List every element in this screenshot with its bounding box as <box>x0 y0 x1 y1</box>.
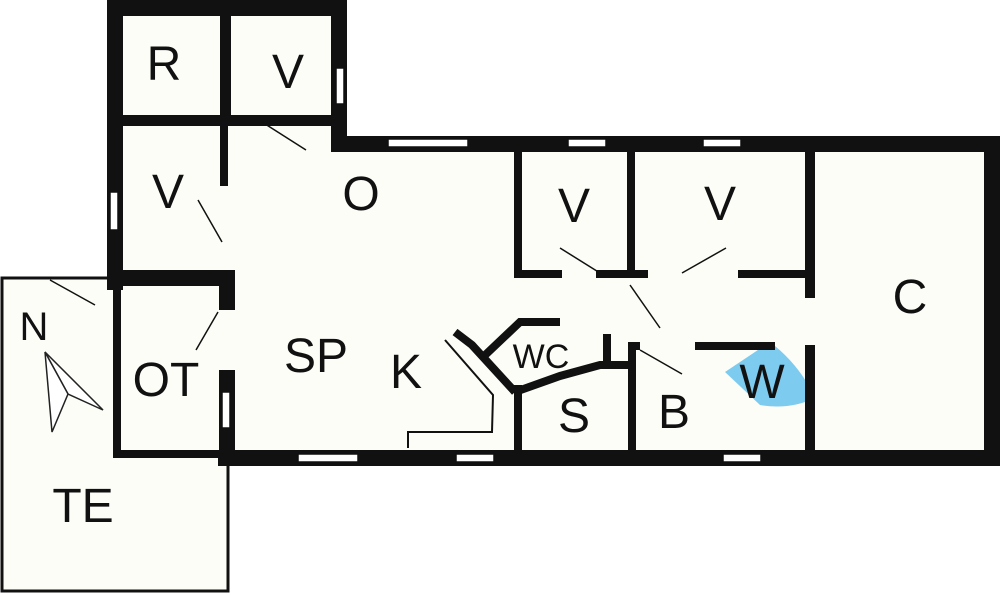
kitchen-counter <box>407 339 495 448</box>
main-floor <box>115 138 1000 464</box>
window <box>567 138 607 148</box>
wc-wall <box>452 328 518 395</box>
window <box>722 453 762 463</box>
compass-arrow-icon <box>44 351 104 433</box>
room-labels: R V V O V V C SP K WC OT S B W N TE <box>20 38 928 533</box>
wc-wall <box>479 318 560 361</box>
wall <box>220 16 231 126</box>
window <box>221 391 231 429</box>
room-label-v-mid2: V <box>704 178 736 231</box>
wall <box>107 270 235 286</box>
walls <box>107 0 1000 466</box>
wall <box>984 136 1000 466</box>
wall <box>628 342 640 350</box>
wall <box>113 284 121 458</box>
room-label-v-left: V <box>152 166 184 219</box>
wall <box>628 345 636 455</box>
wall <box>514 270 562 278</box>
room-label-sp: SP <box>284 330 348 383</box>
window <box>297 453 359 463</box>
room-label-r: R <box>147 38 182 91</box>
door-swing <box>639 349 683 375</box>
door-swing <box>197 199 223 243</box>
wc-wall <box>513 361 628 396</box>
wall <box>695 342 775 350</box>
wc-walls <box>452 318 628 396</box>
window <box>702 138 742 148</box>
room-label-s: S <box>558 390 590 443</box>
door-swing <box>559 247 601 274</box>
room-label-w: W <box>739 356 785 409</box>
wall <box>805 345 815 460</box>
room-label-v-top: V <box>272 46 304 99</box>
wall <box>331 136 1000 152</box>
wall <box>603 334 611 362</box>
room-label-c: C <box>893 271 928 324</box>
doors <box>49 121 727 375</box>
door-swing <box>681 247 727 274</box>
wall <box>596 270 648 278</box>
compass-label-n: N <box>20 305 49 349</box>
wall <box>514 385 522 455</box>
room-label-wc: WC <box>513 338 570 376</box>
room-label-b: B <box>658 386 690 439</box>
door-swing <box>629 284 661 329</box>
wall <box>738 270 810 278</box>
wall <box>107 0 123 290</box>
room-label-te: TE <box>52 480 113 533</box>
wall <box>805 150 815 298</box>
window <box>109 191 119 231</box>
wall <box>627 150 635 278</box>
wall <box>218 450 1000 466</box>
window <box>387 138 469 148</box>
wall <box>220 126 228 186</box>
room-label-o: O <box>342 168 379 221</box>
wall <box>113 450 223 458</box>
room-label-ot: OT <box>133 354 200 407</box>
wall <box>219 280 235 310</box>
room-label-k: K <box>390 346 422 399</box>
fireplace-shape <box>725 342 815 407</box>
door-swing <box>261 121 307 151</box>
windows <box>109 67 762 463</box>
window <box>335 67 345 105</box>
window <box>455 453 495 463</box>
door-swing <box>49 279 96 306</box>
door-swing <box>195 311 219 351</box>
wall <box>107 0 347 16</box>
room-label-v-mid1: V <box>558 180 590 233</box>
wall <box>514 150 522 278</box>
